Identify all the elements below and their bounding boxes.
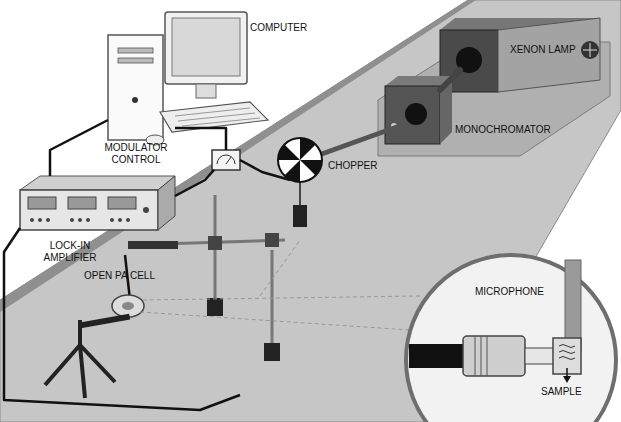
part-label: MONOCHROMATOR bbox=[455, 124, 551, 136]
part-label: LOCK-IN AMPLIFIER bbox=[30, 240, 110, 263]
part-label: OPEN PA CELL bbox=[84, 270, 155, 282]
zoom-circle: MICROPHONE SAMPLE bbox=[403, 252, 619, 422]
magnified-cell-illustration bbox=[403, 252, 619, 422]
part-label: CHOPPER bbox=[328, 160, 377, 172]
part-label: XENON LAMP bbox=[510, 44, 576, 56]
part-label: COMPUTER bbox=[250, 22, 307, 34]
zoom-label: SAMPLE bbox=[541, 386, 582, 398]
zoom-label: MICROPHONE bbox=[475, 286, 544, 298]
part-label: MODULATOR CONTROL bbox=[96, 142, 176, 165]
